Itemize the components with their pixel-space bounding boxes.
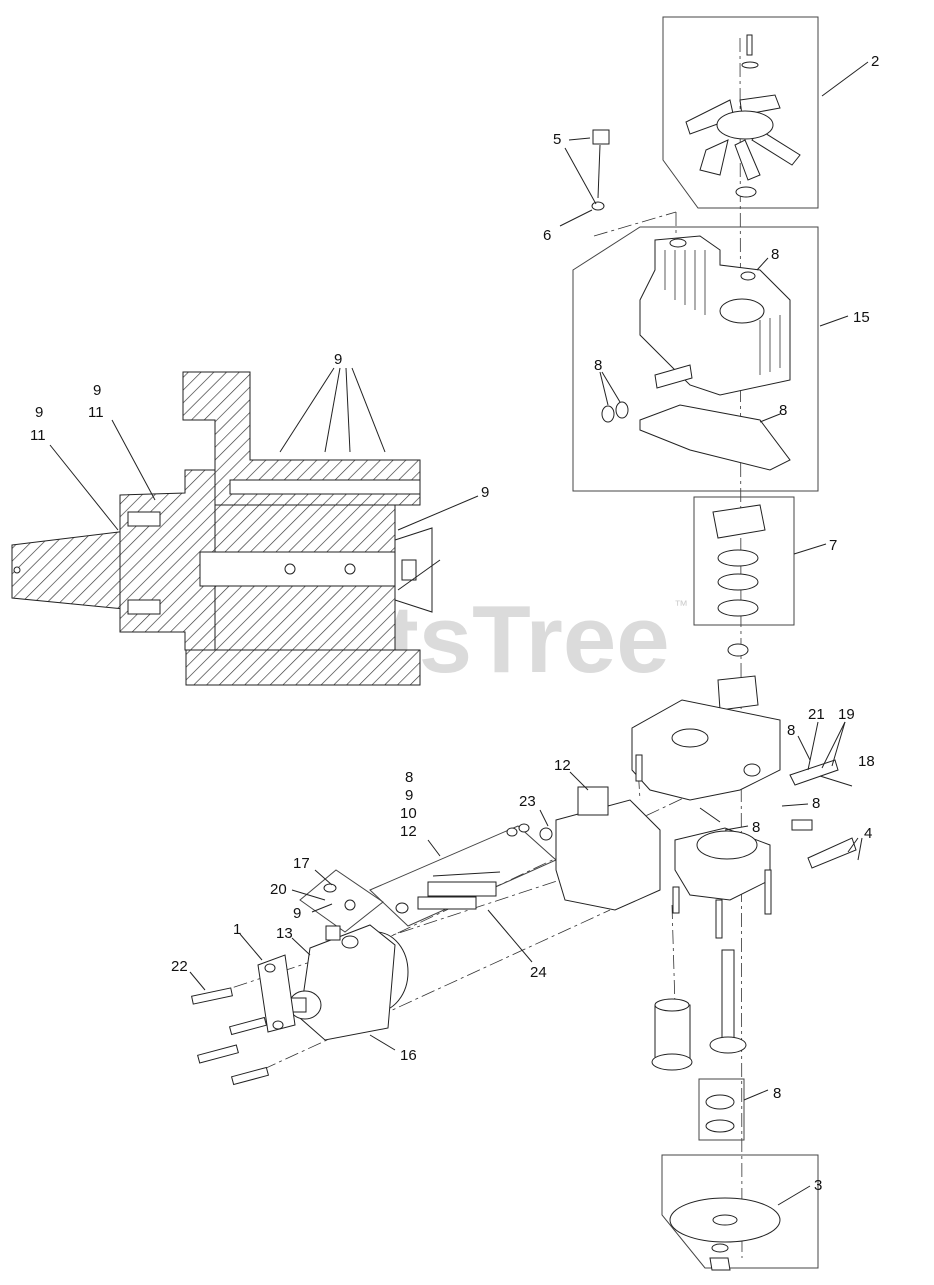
callout-labels: 2 5 6 8 15 8 8 7 9 9 11 9 11 9 8 21 19 1… <box>30 53 879 1194</box>
callout-9: 9 <box>334 351 342 368</box>
callout-20: 20 <box>270 881 287 898</box>
callout-5: 5 <box>553 131 561 148</box>
callout-1: 1 <box>233 921 241 938</box>
callout-8: 8 <box>594 357 602 374</box>
callout-11: 11 <box>88 404 104 421</box>
fill-cap <box>591 129 610 211</box>
watermark-trademark: ™ <box>674 597 688 613</box>
callout-8: 8 <box>779 402 787 419</box>
cross-section-view <box>11 371 433 686</box>
fan-kit-box <box>662 16 819 209</box>
callout-16: 16 <box>400 1047 417 1064</box>
callout-9: 9 <box>35 404 43 421</box>
housing-kit-box <box>572 226 819 492</box>
hydraulic-motor <box>257 883 409 1041</box>
callout-9: 9 <box>93 382 101 399</box>
drive-pulley <box>669 1197 781 1271</box>
callout-18: 18 <box>858 753 875 770</box>
callout-22: 22 <box>171 958 188 975</box>
input-shaft <box>705 949 747 1133</box>
callout-8: 8 <box>771 246 779 263</box>
kit-boxes <box>299 16 819 1269</box>
callout-17: 17 <box>293 855 310 872</box>
callout-8: 8 <box>752 819 760 836</box>
mounting-bolts <box>191 987 270 1086</box>
callout-7: 7 <box>829 537 837 554</box>
callout-8: 8 <box>812 795 820 812</box>
callout-8: 8 <box>787 722 795 739</box>
pump-block <box>395 786 661 914</box>
callout-2: 2 <box>871 53 879 70</box>
callout-9: 9 <box>293 905 301 922</box>
callout-11: 11 <box>30 427 46 444</box>
finned-housing <box>601 235 791 423</box>
callout-13: 13 <box>276 925 293 942</box>
callout-15: 15 <box>853 309 870 326</box>
callout-9: 9 <box>405 787 413 804</box>
filter-element <box>651 998 693 1071</box>
callout-8: 8 <box>405 769 413 786</box>
gasket <box>639 404 791 471</box>
callout-24: 24 <box>530 964 547 981</box>
center-section-housing <box>631 699 781 939</box>
valve-kit-box <box>299 869 384 933</box>
callout-6: 6 <box>543 227 551 244</box>
seal-kit-box <box>698 1078 745 1141</box>
control-levers <box>789 759 857 869</box>
callout-10: 10 <box>400 805 417 822</box>
callout-23: 23 <box>519 793 536 810</box>
bearing-kit-box <box>693 496 795 626</box>
callout-21: 21 <box>808 706 825 723</box>
callout-4: 4 <box>864 825 872 842</box>
callout-9: 9 <box>481 484 489 501</box>
leader-lines <box>49 61 869 1206</box>
callout-8: 8 <box>773 1085 781 1102</box>
callout-12: 12 <box>400 823 417 840</box>
cooling-fan <box>685 34 801 198</box>
callout-3: 3 <box>814 1177 822 1194</box>
bearing-stack <box>712 504 766 711</box>
pulley-kit-box <box>661 1154 819 1269</box>
callout-19: 19 <box>838 706 855 723</box>
callout-12: 12 <box>554 757 571 774</box>
